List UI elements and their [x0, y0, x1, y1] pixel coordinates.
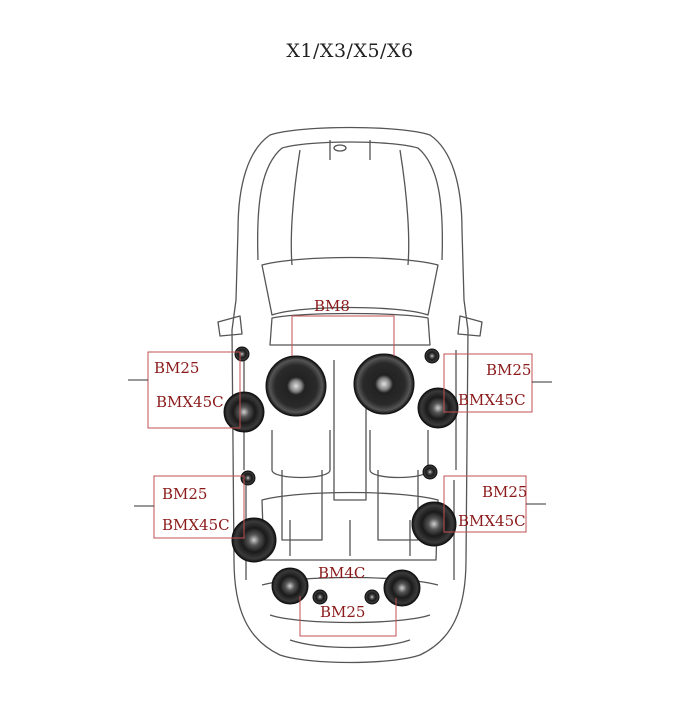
- label-trunk-b: BM25: [320, 603, 365, 621]
- label-front-right-b: BMX45C: [458, 391, 526, 409]
- labels: BM8 BM25 BMX45C BM25 BMX45C BM25 BMX45C …: [154, 297, 531, 621]
- rear-right-tweeter: [422, 464, 438, 480]
- front-left-woofer: [265, 355, 327, 417]
- model-title: X1/X3/X5/X6: [286, 40, 414, 62]
- label-front-right-a: BM25: [486, 361, 531, 379]
- label-rear-left-a: BM25: [162, 485, 207, 503]
- speakers: [223, 346, 459, 607]
- label-rear-left-b: BMX45C: [162, 516, 230, 534]
- label-front-left-b: BMX45C: [156, 393, 224, 411]
- trunk-left-midrange: [271, 567, 309, 605]
- callout-lines: [128, 315, 552, 637]
- front-right-woofer: [353, 353, 415, 415]
- front-left-tweeter: [234, 346, 250, 362]
- front-right-tweeter: [424, 348, 440, 364]
- trunk-right-midrange: [383, 569, 421, 607]
- label-front-left-a: BM25: [154, 359, 199, 377]
- front-right-midrange: [417, 387, 459, 429]
- rear-left-midrange: [231, 517, 277, 563]
- front-left-midrange: [223, 391, 265, 433]
- trunk-left-tweeter: [312, 589, 328, 605]
- trunk-right-tweeter: [364, 589, 380, 605]
- label-front-center: BM8: [314, 297, 350, 315]
- rear-right-midrange: [411, 501, 457, 547]
- label-rear-right-b: BMX45C: [458, 512, 526, 530]
- label-trunk-a: BM4C: [318, 564, 365, 582]
- label-rear-right-a: BM25: [482, 483, 527, 501]
- rear-left-tweeter: [240, 470, 256, 486]
